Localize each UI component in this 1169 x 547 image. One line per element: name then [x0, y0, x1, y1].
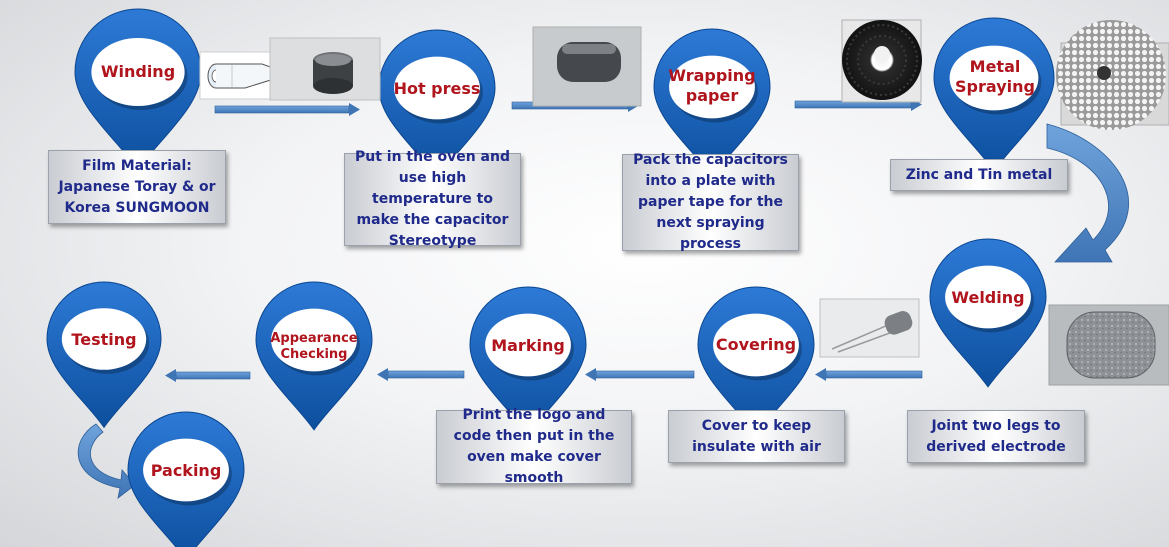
capacitor-plate-photo [841, 19, 922, 103]
step-label-covering: Covering [715, 335, 797, 354]
sprayed-plate-photo [1056, 20, 1169, 130]
step-label-testing: Testing [71, 330, 137, 349]
step-label-wrapping-paper: Wrapping paper [668, 66, 756, 105]
covered-capacitor-photo [1048, 304, 1169, 386]
arrow-marking-to-appearance [377, 368, 465, 381]
caption-joint-legs: Joint two legs to derived electrode [907, 410, 1085, 463]
caption-film-material: Film Material: Japanese Toray & or Korea… [48, 150, 226, 224]
wound-capacitor-photo [269, 37, 381, 101]
arrow-appearance-to-testing [165, 369, 251, 382]
arrow-covering-to-marking [585, 368, 695, 381]
arrow-welding-to-covering [815, 368, 923, 381]
step-label-welding: Welding [951, 288, 1025, 307]
caption-plate: Pack the capacitors into a plate with pa… [622, 152, 799, 252]
pressed-capacitor-photo [532, 26, 642, 107]
pin-packing [127, 411, 245, 547]
arrow-testing-to-packing [77, 423, 136, 499]
pin-hot-press [378, 29, 496, 179]
pin-testing [46, 281, 162, 429]
arrow-winding-to-hotpress [214, 103, 360, 116]
step-label-winding: Winding [100, 62, 176, 81]
step-label-marking: Marking [491, 336, 565, 355]
step-label-hot-press: Hot press [393, 79, 481, 98]
pin-marking [469, 286, 587, 436]
pin-winding [74, 8, 202, 171]
step-label-appearance-checking: Appearance Checking [270, 331, 358, 362]
caption-zinc-tin: Zinc and Tin metal [890, 159, 1068, 191]
pin-appearance-checking [255, 281, 373, 431]
caption-logo-code: Print the logo and code then put in the … [436, 407, 632, 486]
step-label-metal-spraying: Metal Spraying [955, 57, 1035, 96]
arrow-spraying-to-welding [1046, 123, 1129, 263]
welded-capacitor-photo [819, 298, 920, 358]
step-label-packing: Packing [150, 461, 222, 480]
pin-covering [697, 286, 815, 436]
pin-wrapping-paper [653, 28, 771, 178]
caption-cover: Cover to keep insulate with air [668, 410, 845, 463]
pin-welding [929, 238, 1047, 388]
caption-oven: Put in the oven and use high temperature… [344, 149, 521, 249]
pin-metal-spraying [933, 17, 1055, 172]
